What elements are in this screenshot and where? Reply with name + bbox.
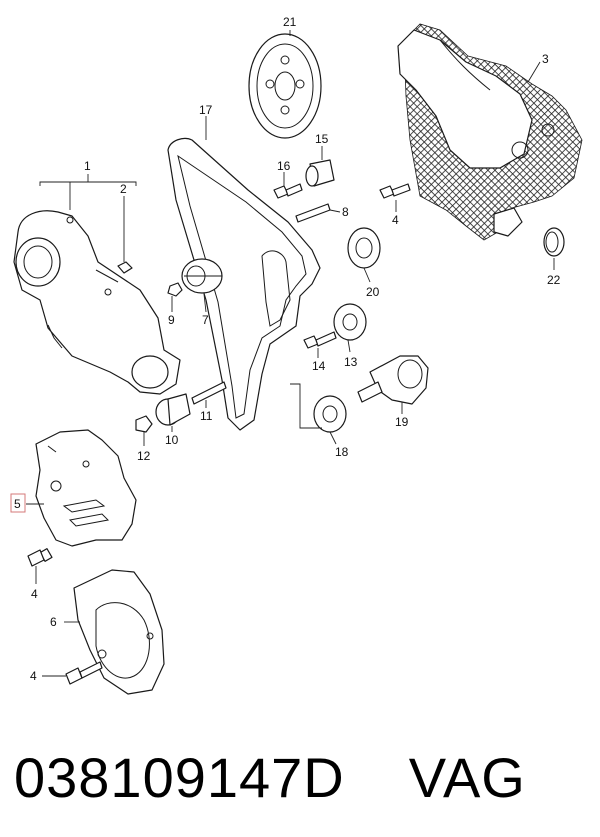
callout-18: 18 [335, 445, 349, 459]
upper-timing-cover[interactable] [13, 210, 181, 395]
rear-timing-cover[interactable] [397, 23, 583, 241]
caption-bar: 038109147D VAG [14, 733, 594, 823]
callout-2: 2 [120, 182, 127, 196]
part-number: 038109147D [14, 746, 345, 809]
tensioner-roller[interactable] [181, 258, 223, 294]
bolt-4-lower[interactable] [27, 548, 53, 567]
middle-timing-cover[interactable] [35, 429, 137, 547]
callout-7: 7 [202, 313, 209, 327]
timing-belt-exploded-diagram: 1 2 21 17 15 16 8 3 4 22 20 9 7 13 14 19… [10, 15, 583, 695]
callout-19: 19 [395, 415, 409, 429]
spacer-part-10[interactable] [155, 393, 191, 426]
callout-3: 3 [542, 52, 549, 66]
callout-16: 16 [277, 159, 291, 173]
callout-labels: 1 2 21 17 15 16 8 3 4 22 20 9 7 13 14 19… [10, 15, 561, 683]
brand-name: VAG [408, 746, 526, 809]
bolt-4-bottom[interactable] [65, 661, 103, 685]
nut-part-12[interactable] [135, 415, 153, 433]
callout-10: 10 [165, 433, 179, 447]
lower-timing-cover[interactable] [73, 569, 165, 695]
callout-17: 17 [199, 103, 213, 117]
callout-4-lower: 4 [31, 587, 38, 601]
callout-22: 22 [547, 273, 561, 287]
nut-part-9[interactable] [167, 282, 183, 297]
bolt-part-16[interactable] [273, 183, 303, 199]
sleeve-part-15[interactable] [305, 159, 335, 187]
bolt-part-11[interactable] [191, 381, 227, 405]
idler-gear[interactable] [347, 227, 381, 269]
callout-4-right: 4 [392, 213, 399, 227]
roller-part-13[interactable] [333, 303, 367, 341]
crankshaft-sprocket[interactable] [313, 395, 347, 433]
callout-6: 6 [50, 615, 57, 629]
camshaft-sprocket[interactable] [248, 33, 322, 139]
callout-11: 11 [200, 409, 213, 423]
timing-belt[interactable] [167, 137, 321, 431]
clip-part-2[interactable] [117, 261, 133, 274]
callout-8: 8 [342, 205, 349, 219]
callout-12: 12 [137, 449, 151, 463]
callout-5: 5 [14, 497, 21, 511]
callout-5-box [10, 493, 26, 513]
bolt-4-right[interactable] [379, 183, 411, 199]
callout-14: 14 [312, 359, 326, 373]
callout-20: 20 [366, 285, 380, 299]
stud-part-8[interactable] [295, 203, 331, 223]
callout-13: 13 [344, 355, 358, 369]
callout-15: 15 [315, 132, 329, 146]
callout-1: 1 [84, 159, 91, 173]
seal-part-22[interactable] [543, 227, 565, 257]
bolt-part-14[interactable] [303, 331, 337, 349]
water-pump[interactable] [357, 355, 429, 405]
callout-4-bottom: 4 [30, 669, 37, 683]
callout-9: 9 [168, 313, 175, 327]
leader-lines [26, 30, 555, 677]
callout-21: 21 [283, 15, 297, 29]
